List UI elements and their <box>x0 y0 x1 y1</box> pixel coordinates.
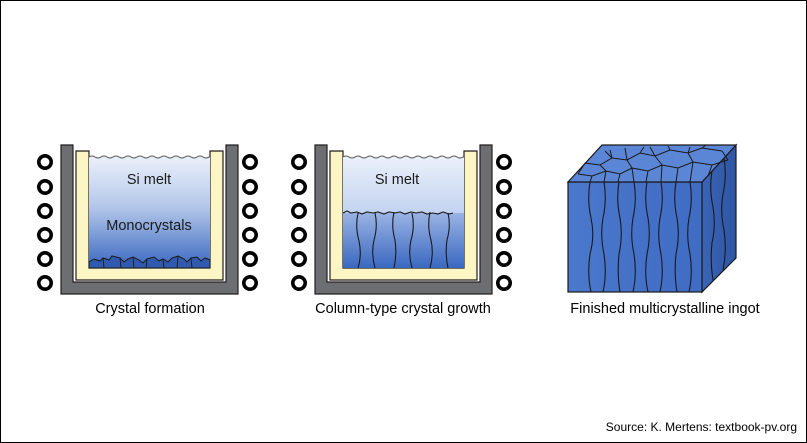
crucible <box>314 144 493 295</box>
panel-column-growth: Si melt <box>290 144 513 295</box>
heating-coils-right <box>242 154 259 292</box>
panel-ingot <box>566 143 738 294</box>
crystal-boundaries <box>102 255 193 269</box>
si-melt <box>89 157 210 268</box>
heating-coils-right <box>495 154 513 292</box>
grain-boundaries <box>356 211 450 269</box>
si-melt <box>343 157 464 213</box>
ingot-front-grains <box>588 181 692 293</box>
ingot-side-grains <box>710 157 726 281</box>
ingot-top-grains <box>577 144 729 183</box>
monocrystals <box>88 255 211 269</box>
columnar-crystals <box>343 213 464 268</box>
source-credit: Source: K. Mertens: textbook-pv.org <box>605 420 797 434</box>
si-melt-label: Si melt <box>375 172 419 188</box>
caption-crystal-formation: Crystal formation <box>95 301 205 317</box>
caption-ingot: Finished multicrystalline ingot <box>570 301 760 317</box>
solidification-front <box>342 210 454 215</box>
panel-crystal-formation: Si melt Monocrystals <box>36 144 259 295</box>
crucible <box>60 144 239 295</box>
si-melt-label: Si melt <box>127 172 171 188</box>
melt-surface <box>342 155 464 159</box>
ingot-top-face <box>566 144 738 183</box>
caption-column-growth: Column-type crystal growth <box>315 301 491 317</box>
monocrystals-label: Monocrystals <box>106 218 191 234</box>
heating-coils-left <box>290 154 308 292</box>
melt-surface <box>88 155 210 159</box>
heating-coils-left <box>36 154 54 292</box>
